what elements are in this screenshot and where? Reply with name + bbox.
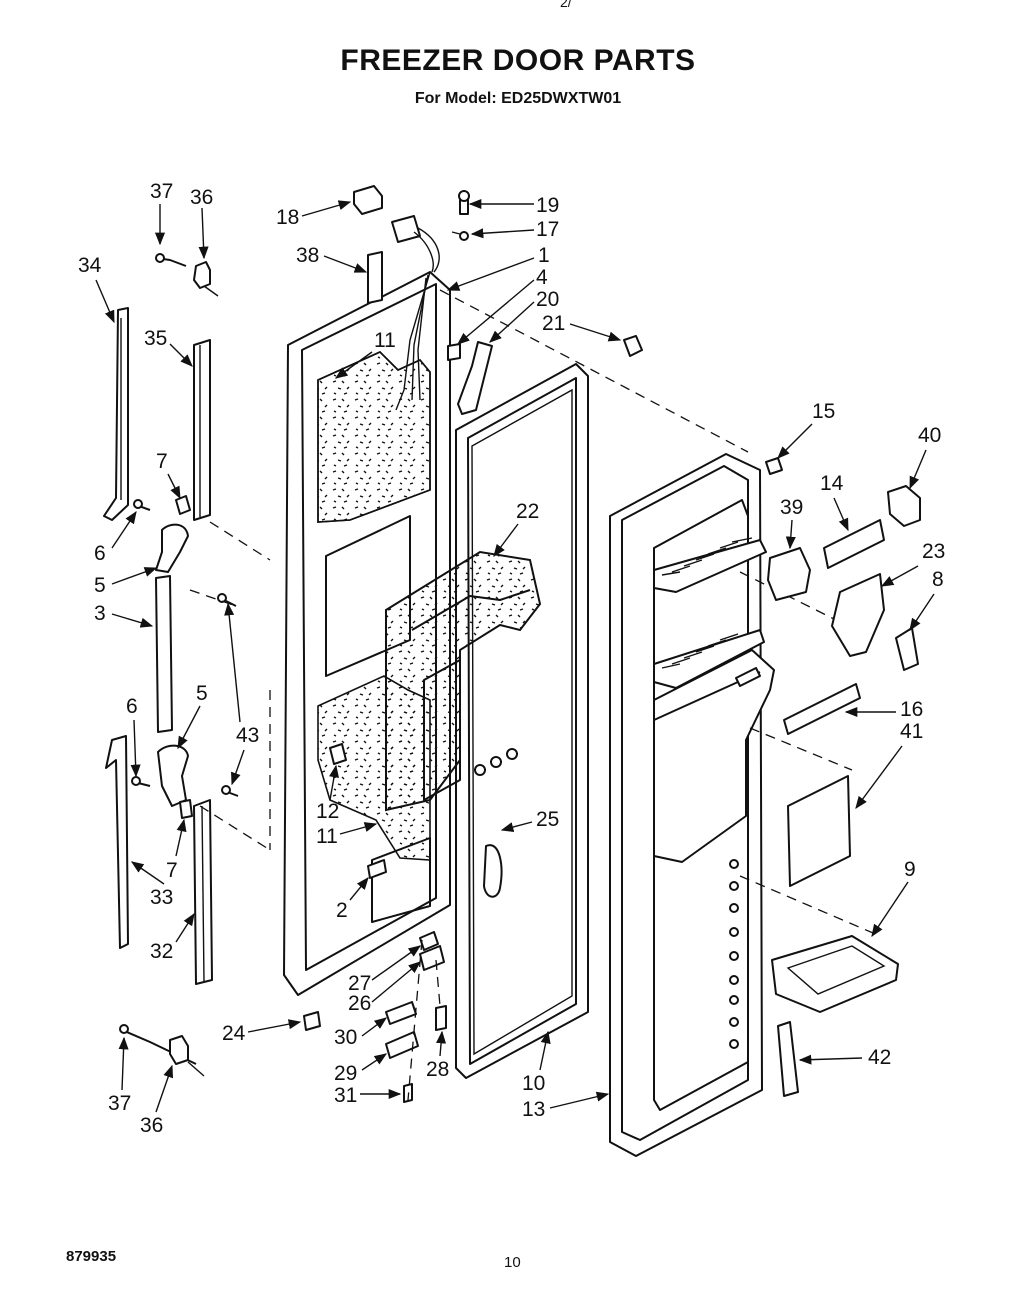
dispenser-liner (385, 550, 542, 812)
callout-11-upper: 11 (374, 329, 396, 352)
connector-18 (353, 185, 383, 215)
callout-36-bottom: 36 (140, 1114, 163, 1137)
handle-25 (483, 844, 503, 898)
outer-door-shell (439, 289, 881, 1157)
callout-22: 22 (516, 500, 539, 523)
bushing-27 (419, 931, 439, 951)
clip-36-top (193, 261, 211, 289)
washer-26 (419, 945, 445, 971)
harness-plug (391, 215, 421, 243)
callout-27: 27 (348, 972, 371, 995)
clip-7-upper (175, 495, 191, 515)
callout-41: 41 (900, 720, 923, 743)
drip-tray-9 (771, 935, 899, 1013)
lens-39 (767, 547, 811, 601)
callout-15: 15 (812, 400, 835, 423)
bracket-8 (895, 627, 919, 671)
door-gasket-frame (455, 363, 589, 1079)
callout-6-upper: 6 (94, 542, 106, 565)
callout-2: 2 (336, 899, 348, 922)
callout-1: 1 (538, 244, 550, 267)
callout-31: 31 (334, 1084, 357, 1107)
chute-23 (831, 573, 885, 657)
callout-14: 14 (820, 472, 844, 495)
lower-hinge-hardware (303, 931, 447, 1103)
callout-29: 29 (334, 1062, 357, 1085)
callout-37-bottom: 37 (108, 1092, 131, 1115)
tube-3 (155, 575, 173, 733)
callout-11-lower: 11 (316, 825, 338, 848)
callout-33: 33 (150, 886, 173, 909)
screw-28 (435, 1005, 447, 1031)
dispenser-accessories (765, 457, 921, 1097)
rail-16 (783, 683, 861, 735)
bracket-42 (777, 1021, 799, 1097)
bracket-29 (385, 1031, 419, 1059)
harness-and-connectors (353, 185, 643, 415)
callout-23: 23 (922, 540, 945, 563)
callout-9: 9 (904, 858, 916, 881)
callout-34: 34 (78, 254, 102, 277)
cap-24 (303, 1011, 321, 1031)
trim-strip-34 (103, 307, 129, 521)
callout-35: 35 (144, 327, 167, 350)
callout-6-lower: 6 (126, 695, 138, 718)
page-title: FREEZER DOOR PARTS (340, 44, 696, 77)
callout-5-lower: 5 (196, 682, 208, 705)
callout-labels: 37 36 34 35 7 6 5 3 6 5 43 7 33 32 12 11… (78, 180, 945, 1137)
callout-38: 38 (296, 244, 319, 267)
clip-36-bottom (169, 1035, 189, 1065)
bulb-4 (447, 343, 461, 361)
callout-24: 24 (222, 1022, 246, 1045)
callout-42: 42 (868, 1046, 891, 1069)
screw-15 (765, 457, 783, 475)
callout-8: 8 (932, 568, 944, 591)
model-subtitle: For Model: ED25DWXTW01 (414, 90, 622, 107)
callout-21: 21 (542, 312, 565, 335)
callout-20: 20 (536, 288, 559, 311)
callout-7-upper: 7 (156, 450, 168, 473)
hinge-assembly-left (103, 253, 271, 1077)
callout-18: 18 (276, 206, 299, 229)
callout-26: 26 (348, 992, 371, 1015)
washer-17 (459, 231, 469, 241)
callout-7-lower: 7 (166, 859, 178, 882)
cover-40 (887, 485, 921, 527)
callout-39: 39 (780, 496, 803, 519)
callout-25: 25 (536, 808, 559, 831)
clip-7-lower (179, 799, 193, 819)
callout-3: 3 (94, 602, 106, 625)
trim-strip-33 (105, 735, 129, 949)
connector-21 (623, 335, 643, 357)
callout-28: 28 (426, 1058, 449, 1081)
callout-40: 40 (918, 424, 941, 447)
callout-10: 10 (522, 1072, 545, 1095)
callout-5-upper: 5 (94, 574, 106, 597)
callout-43: 43 (236, 724, 259, 747)
callout-19: 19 (536, 194, 559, 217)
hinge-5-upper (155, 523, 189, 573)
page-number: 10 (504, 1254, 521, 1271)
callout-17: 17 (536, 218, 559, 241)
gasket-strip-38 (367, 251, 383, 304)
callout-13: 13 (522, 1098, 545, 1121)
document-number: 879935 (66, 1248, 117, 1265)
callout-37-top: 37 (150, 180, 173, 203)
tube-20 (457, 341, 493, 415)
channel-32 (193, 799, 213, 985)
hinge-5-lower (157, 744, 189, 807)
channel-35 (193, 339, 211, 521)
callout-16: 16 (900, 698, 923, 721)
callout-4: 4 (536, 266, 548, 289)
label-41 (787, 775, 851, 887)
callout-32: 32 (150, 940, 173, 963)
callout-30: 30 (334, 1026, 357, 1049)
page-corner-mark: 2/ (560, 0, 572, 10)
callout-36-top: 36 (190, 186, 213, 209)
plate-30 (385, 1001, 417, 1025)
callout-12: 12 (316, 800, 339, 823)
trim-14 (823, 519, 885, 569)
